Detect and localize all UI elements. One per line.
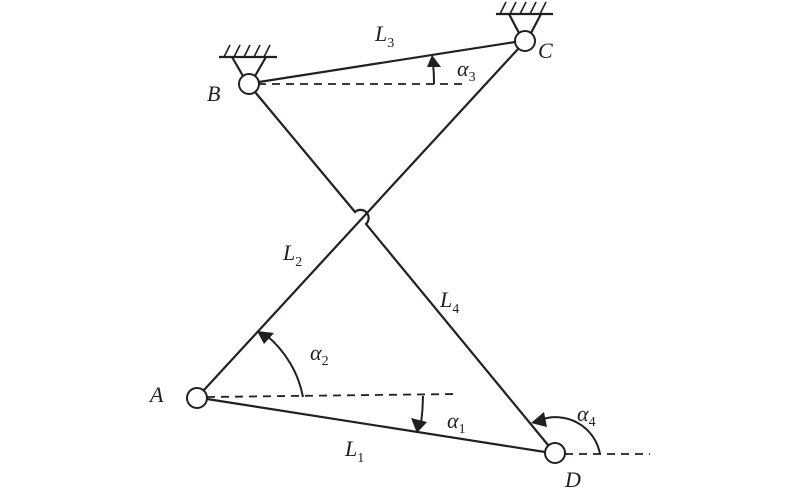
- link-l1: [206, 397, 546, 454]
- label-l1: L1: [344, 436, 364, 466]
- label-b: B: [207, 81, 220, 106]
- label-alpha1: α1: [447, 408, 466, 437]
- joint-a: [186, 387, 208, 409]
- joint-c: [514, 30, 536, 52]
- joint-b: [238, 73, 260, 95]
- label-d: D: [564, 467, 581, 492]
- link-l2: [203, 48, 519, 391]
- label-l3: L3: [374, 21, 394, 51]
- angle-alpha1-arc: [411, 395, 427, 433]
- label-alpha4: α4: [577, 401, 596, 430]
- label-alpha2: α2: [310, 340, 329, 369]
- ground-support-b: [219, 44, 277, 77]
- reference-line-a: [206, 393, 458, 398]
- angle-alpha3-arc: [427, 55, 441, 85]
- label-c: C: [538, 38, 553, 63]
- angle-alpha2-arc: [257, 331, 304, 398]
- joint-d: [544, 442, 566, 464]
- label-a: A: [148, 382, 164, 407]
- ground-support-c: [496, 1, 553, 34]
- label-l2: L2: [282, 240, 302, 270]
- link-l3: [258, 40, 516, 84]
- label-l4: L4: [439, 287, 459, 317]
- link-l4: [254, 91, 549, 446]
- label-alpha3: α3: [457, 56, 476, 85]
- angle-alpha4-arc: [531, 412, 601, 455]
